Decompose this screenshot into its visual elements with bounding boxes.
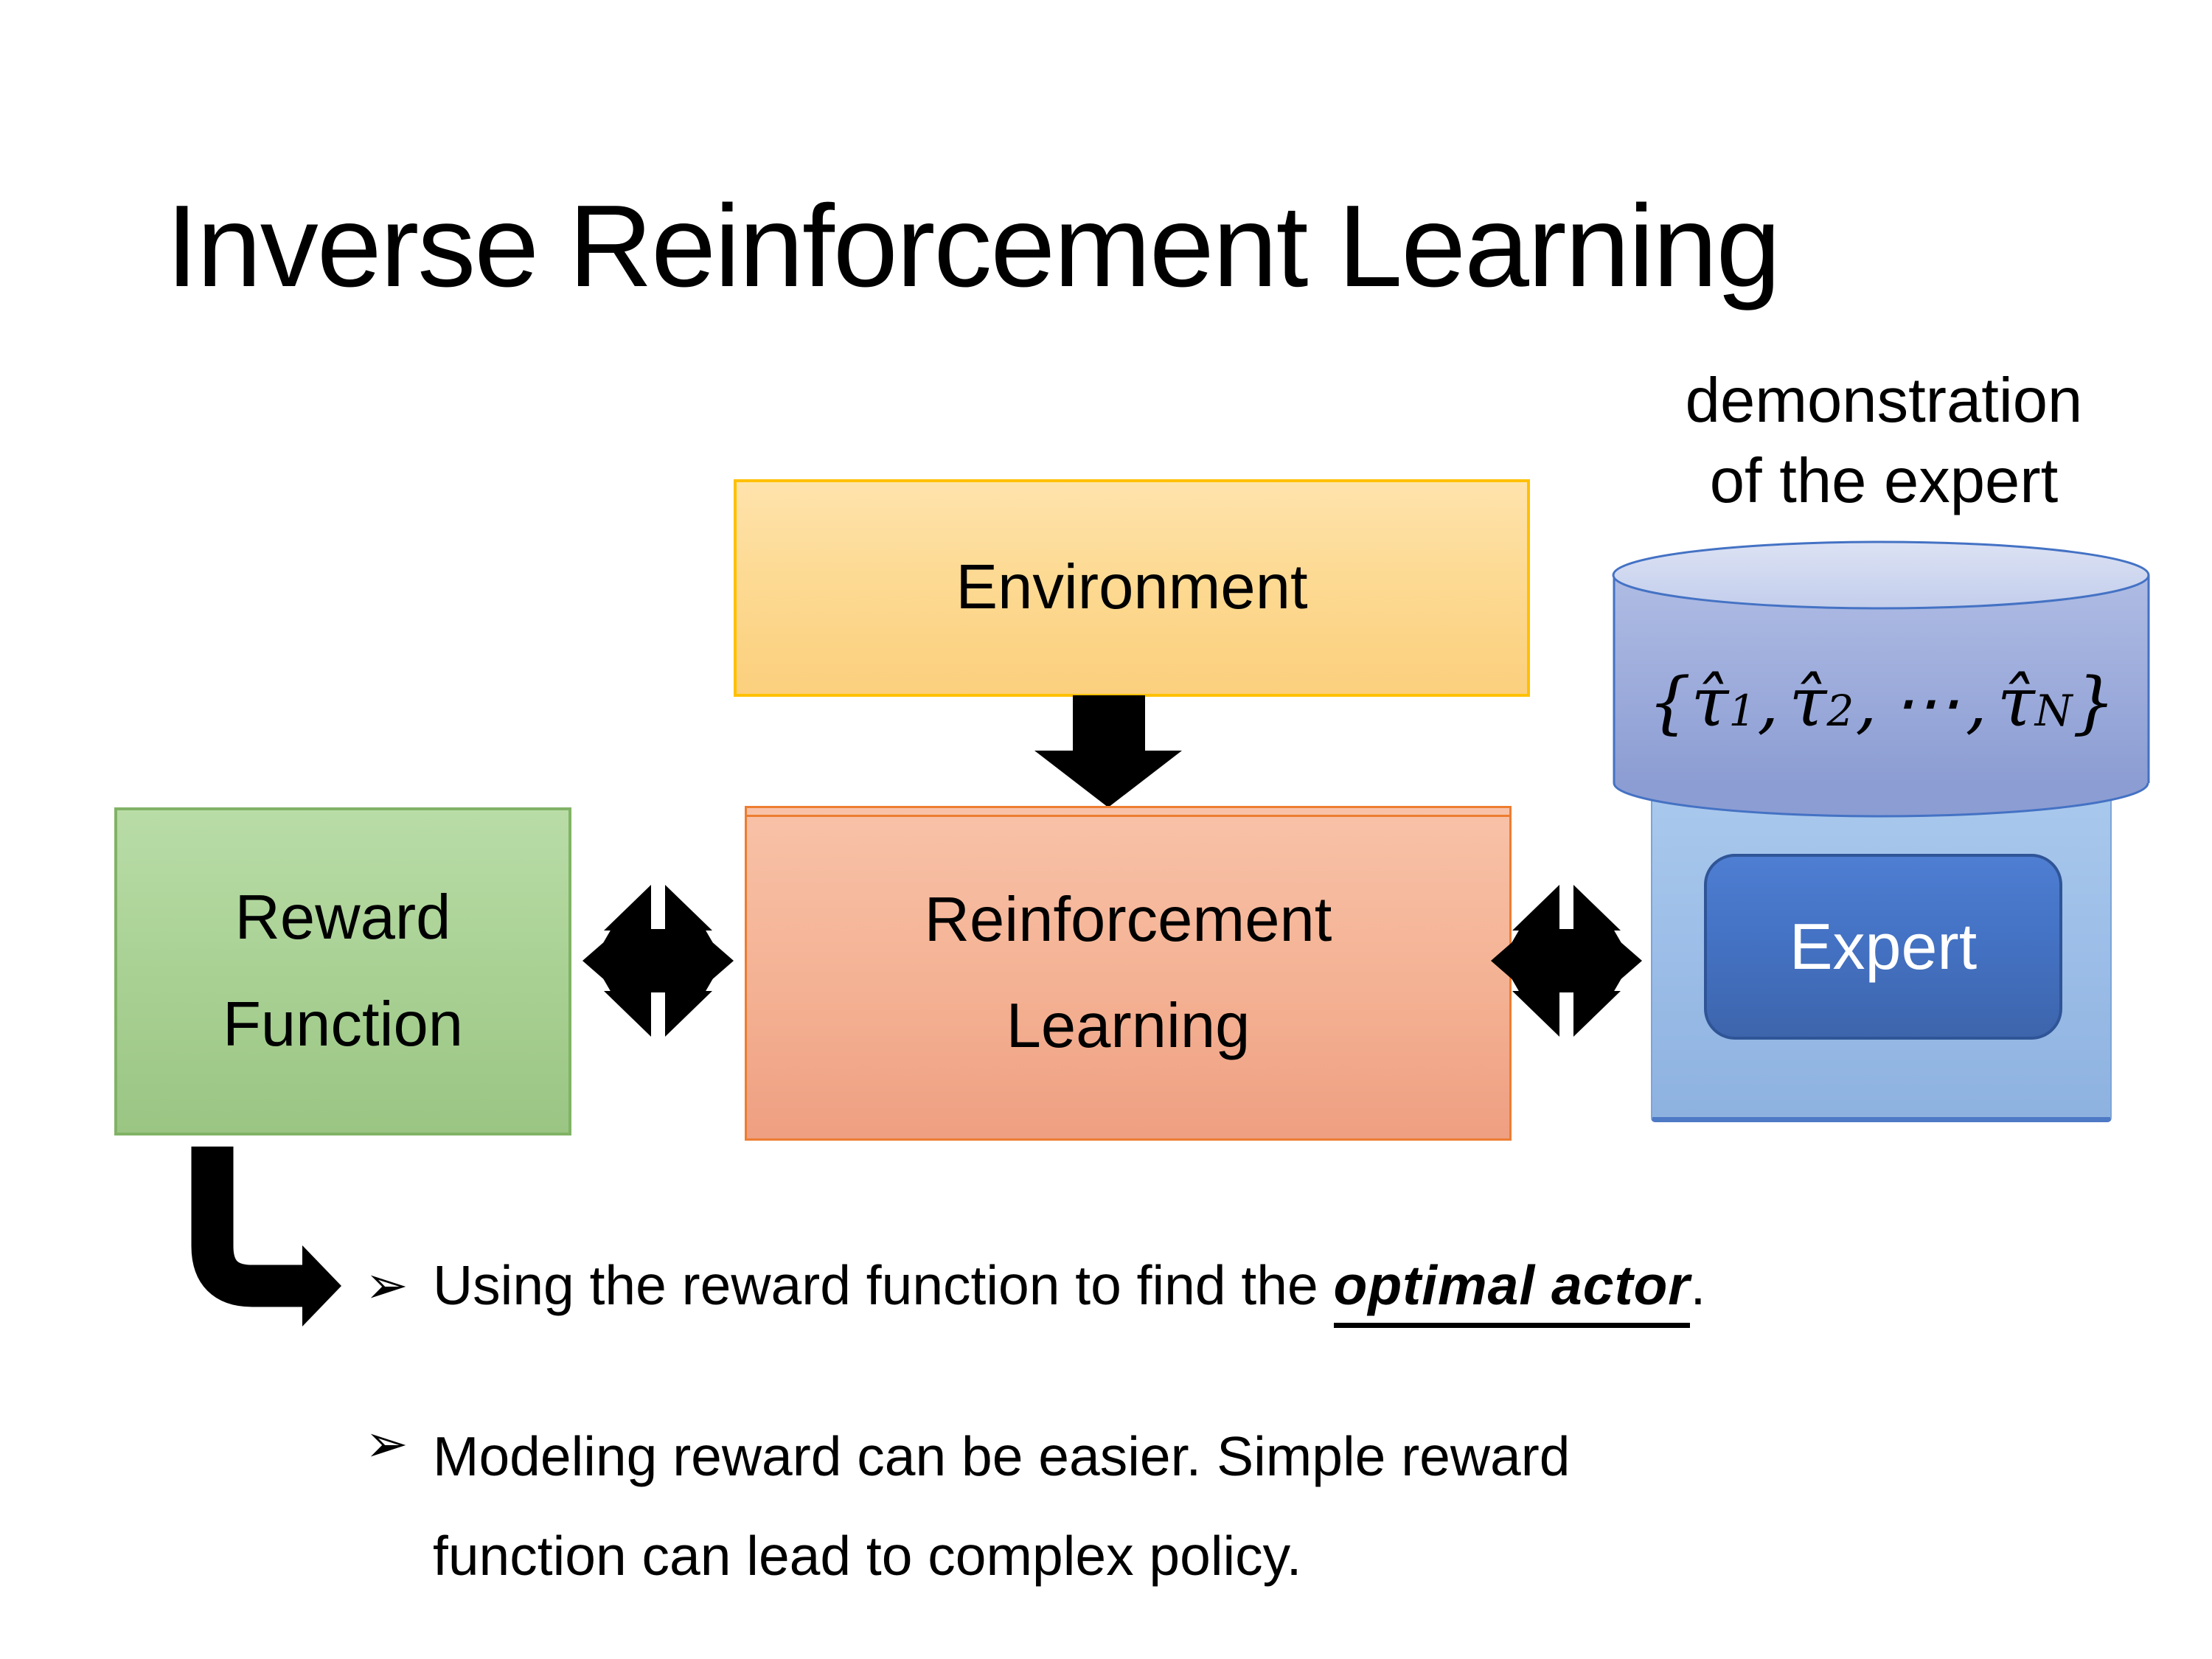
tau-hat-1: τ̂ [1691, 662, 1729, 742]
comma: , [1757, 662, 1779, 742]
subscript-1: 1 [1728, 686, 1756, 736]
reward-label-line-2: Function [222, 989, 463, 1060]
tau-hat-2: τ̂ [1789, 662, 1827, 742]
exchange-arrows-icon [1491, 885, 1642, 1037]
subscript-2: 2 [1826, 686, 1854, 736]
expert-label: Expert [1789, 910, 1978, 983]
annotation-line-2: of the expert [1709, 445, 2059, 516]
bullet-item-optimal-actor: ➢ Using the reward function to find the … [365, 1248, 2046, 1328]
bullet-1-period: . [1690, 1254, 1706, 1316]
close-brace: } [2072, 662, 2116, 742]
environment-box: Environment [734, 479, 1530, 697]
bullet-2-line-2: function can lead to complex policy. [433, 1525, 1302, 1587]
down-arrow-icon [1034, 695, 1182, 807]
arrowhead-bullet-icon: ➢ [365, 1256, 408, 1314]
demonstration-annotation: demonstration of the expert [1585, 361, 2183, 522]
reward-function-box: Reward Function [114, 807, 571, 1135]
bullet-item-modeling-reward: ➢ Modeling reward can be easier. Simple … [365, 1407, 1840, 1606]
page-title: Inverse Reinforcement Learning [166, 181, 1781, 311]
bullet-1-emphasis: optimal actor [1333, 1254, 1691, 1328]
comma: , [1965, 662, 1987, 742]
annotation-line-1: demonstration [1685, 366, 2083, 436]
rl-label-line-1: Reinforcement [924, 884, 1332, 955]
reward-label-line-1: Reward [234, 883, 451, 953]
open-brace: { [1647, 662, 1691, 742]
trajectory-set-formula: {τ̂1,τ̂2,⋯,τ̂N} [1611, 643, 2152, 761]
comma: , [1855, 662, 1877, 742]
expert-box: Expert [1704, 854, 2062, 1040]
subscript-N: N [2034, 686, 2073, 736]
bullet-1-text: Using the reward function to find the [433, 1254, 1334, 1316]
reinforcement-learning-box: Reinforcement Learning [745, 806, 1512, 1141]
rl-box-inner-top-line [747, 815, 1509, 817]
ellipsis: ⋯ [1891, 662, 1960, 742]
exchange-arrows-icon [582, 885, 734, 1037]
environment-label: Environment [956, 552, 1308, 623]
rl-label-line-2: Learning [1006, 991, 1251, 1061]
tau-hat-N: τ̂ [1997, 662, 2035, 742]
arrowhead-bullet-icon: ➢ [365, 1415, 408, 1472]
elbow-arrow-icon [191, 1147, 341, 1326]
bullet-2-line-1: Modeling reward can be easier. Simple re… [433, 1425, 1571, 1487]
demonstration-database-cylinder-icon [1612, 540, 2150, 818]
